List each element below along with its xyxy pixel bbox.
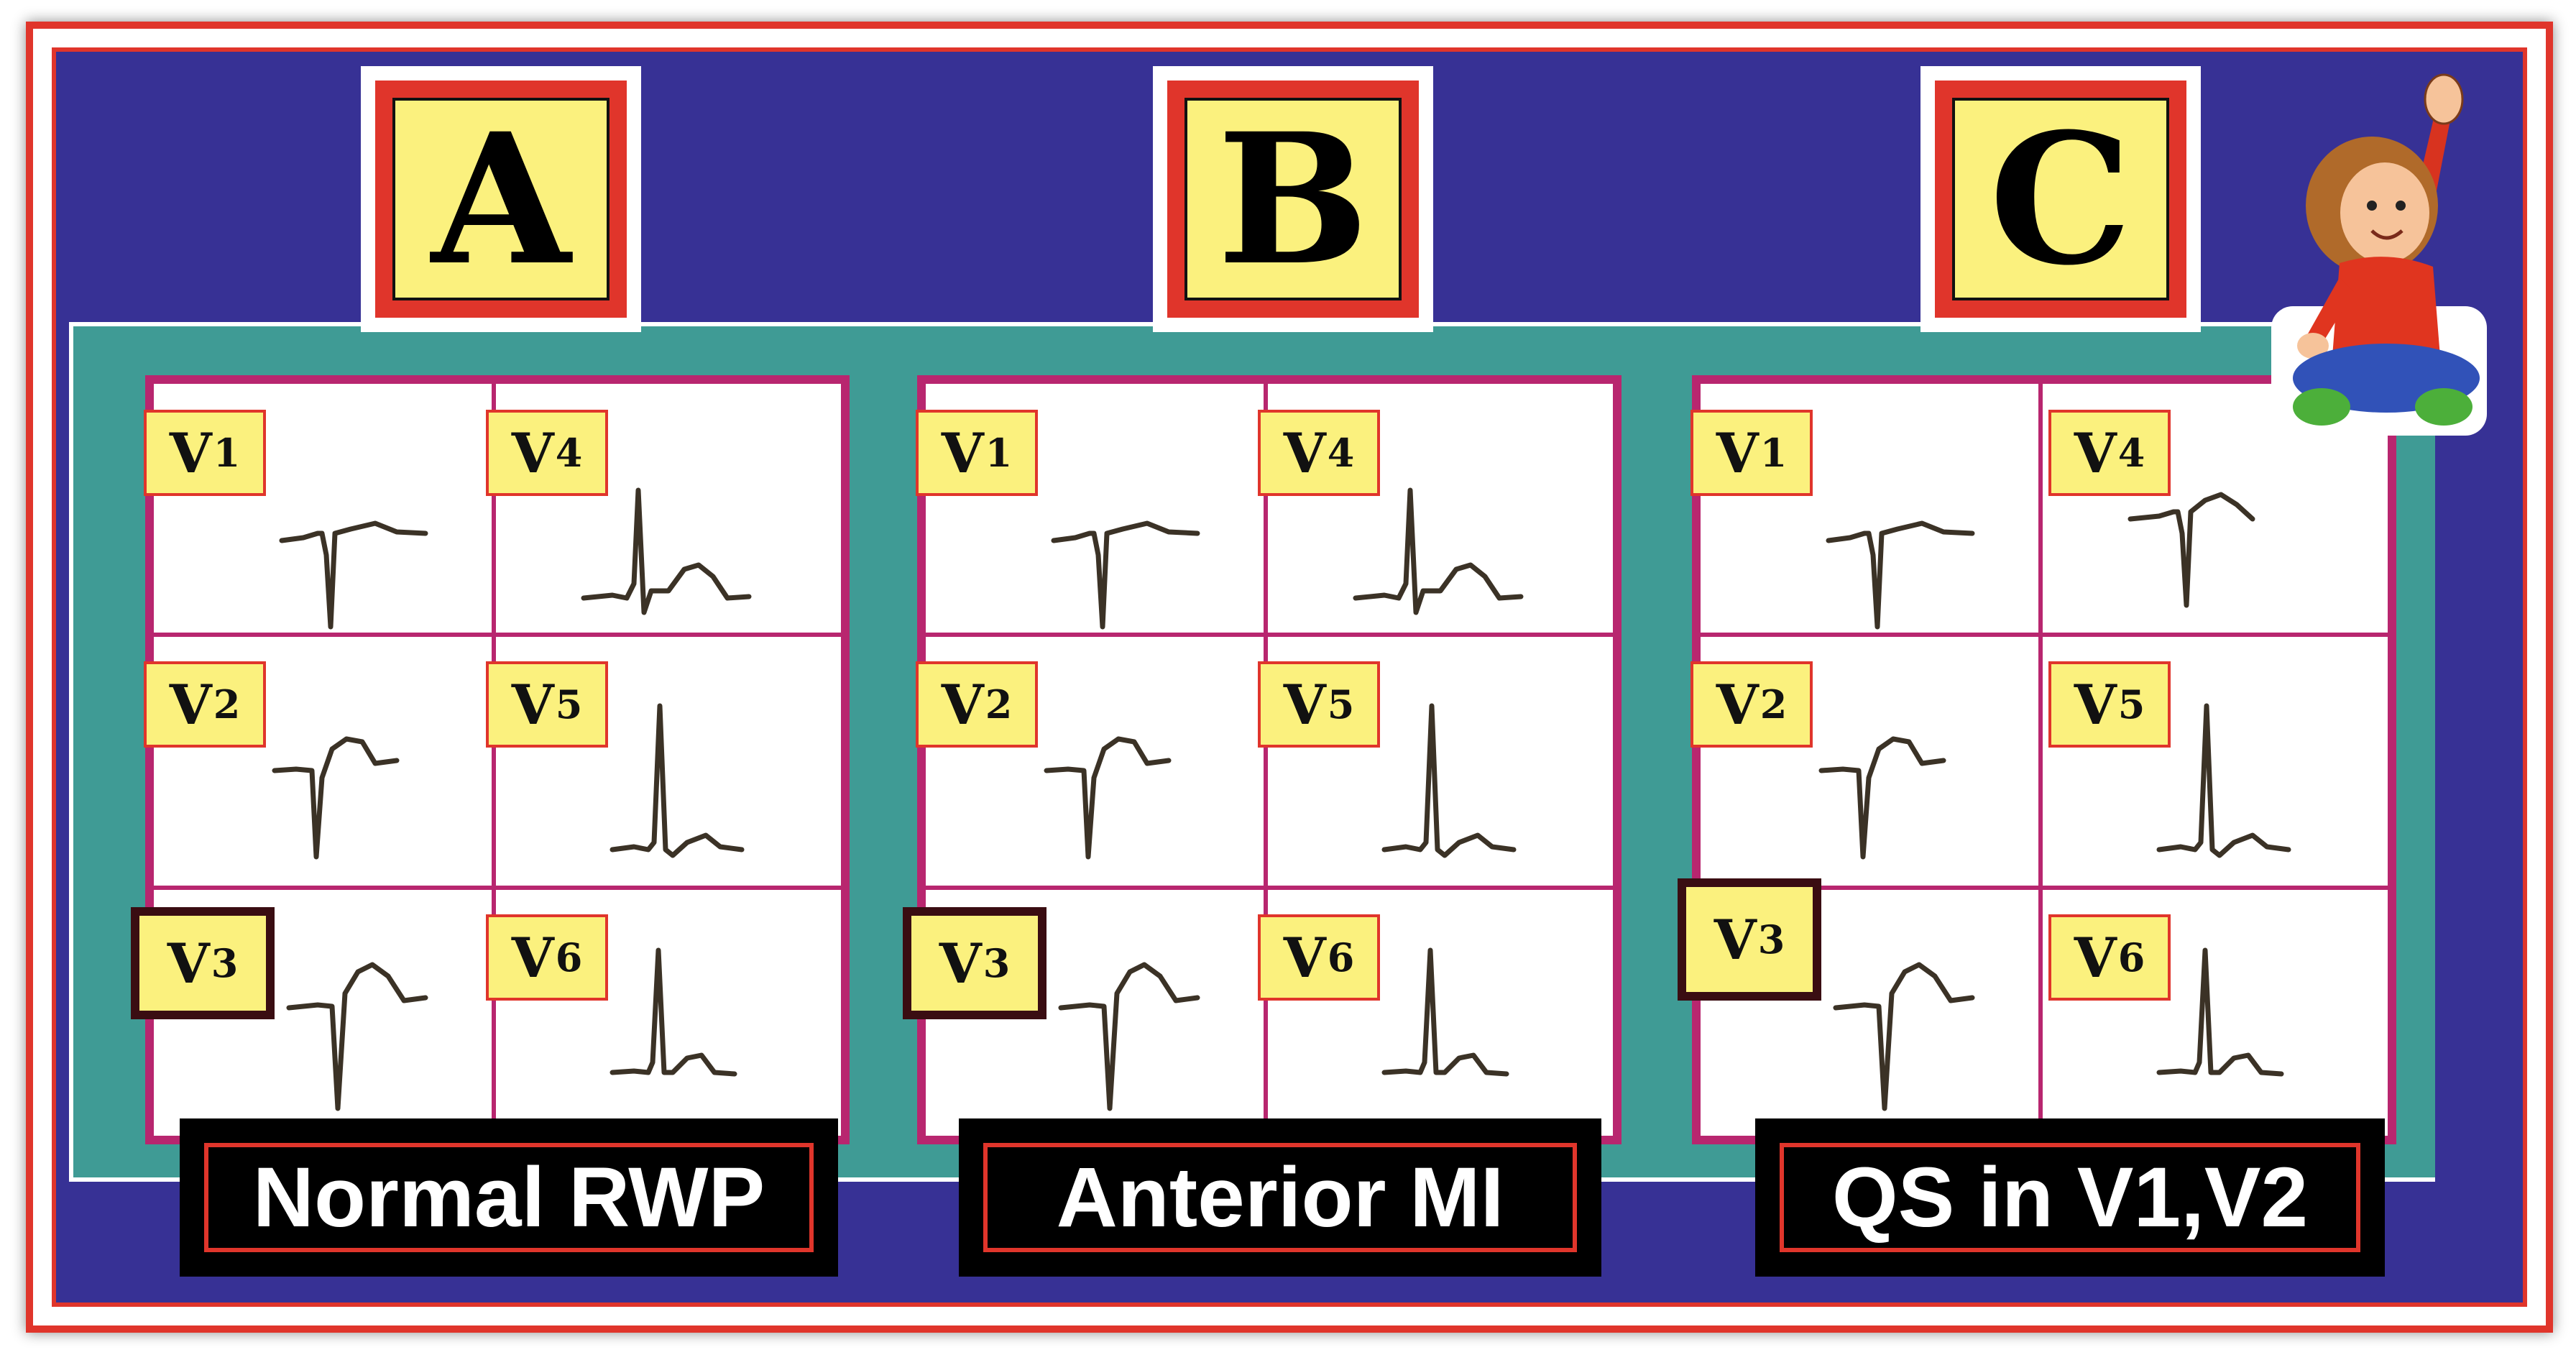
ecg-trace-c-v3 bbox=[1833, 962, 1975, 1111]
ecg-trace-a-v4 bbox=[581, 487, 752, 615]
ecg-waveform bbox=[1381, 703, 1517, 858]
girl-raising-hand-illustration bbox=[2271, 73, 2487, 436]
ecg-waveform bbox=[1058, 962, 1200, 1111]
letter-tile-c: C bbox=[1920, 66, 2201, 332]
caption-b: Anterior MI bbox=[983, 1143, 1577, 1252]
ecg-waveform bbox=[581, 487, 752, 615]
ecg-waveform bbox=[610, 703, 745, 858]
ecg-trace-b-v1 bbox=[1051, 520, 1200, 630]
ecg-trace-c-v2 bbox=[1818, 736, 1946, 860]
ecg-waveform bbox=[2156, 703, 2291, 858]
ecg-waveform bbox=[1044, 736, 1172, 860]
caption-box-b: Anterior MI bbox=[959, 1118, 1601, 1277]
ecg-trace-b-v3 bbox=[1058, 962, 1200, 1111]
ecg-waveform bbox=[1051, 520, 1200, 630]
ecg-waveform bbox=[272, 736, 400, 860]
ecg-waveform bbox=[1353, 487, 1524, 615]
ecg-waveform bbox=[2128, 492, 2255, 608]
ecg-trace-a-v5 bbox=[610, 703, 745, 858]
letter-b: B bbox=[1184, 98, 1402, 300]
ecg-waveform bbox=[1826, 520, 1975, 630]
ecg-waveform bbox=[1818, 736, 1946, 860]
ecg-trace-a-v6 bbox=[610, 947, 737, 1077]
caption-c: QS in V1,V2 bbox=[1780, 1143, 2360, 1252]
ecg-trace-b-v4 bbox=[1353, 487, 1524, 615]
ecg-trace-b-v2 bbox=[1044, 736, 1172, 860]
ecg-trace-a-v3 bbox=[286, 962, 428, 1111]
letter-tile-b: B bbox=[1153, 66, 1433, 332]
ecg-trace-c-v4 bbox=[2128, 492, 2255, 608]
ecg-trace-a-v1 bbox=[279, 520, 428, 630]
caption-box-a: Normal RWP bbox=[180, 1118, 838, 1277]
ecg-trace-b-v6 bbox=[1381, 947, 1509, 1077]
ecg-waveform bbox=[279, 520, 428, 630]
ecg-waveform bbox=[610, 947, 737, 1077]
ecg-trace-b-v5 bbox=[1381, 703, 1517, 858]
ecg-waveform bbox=[2156, 947, 2284, 1077]
caption-a: Normal RWP bbox=[204, 1143, 814, 1252]
ecg-trace-c-v1 bbox=[1826, 520, 1975, 630]
ecg-waveform bbox=[286, 962, 428, 1111]
letter-c: C bbox=[1952, 98, 2169, 300]
caption-box-c: QS in V1,V2 bbox=[1755, 1118, 2385, 1277]
letter-a: A bbox=[392, 98, 610, 300]
ecg-panel-c bbox=[1692, 375, 2396, 1144]
ecg-trace-c-v6 bbox=[2156, 947, 2284, 1077]
letter-tile-a: A bbox=[361, 66, 641, 332]
ecg-waveform bbox=[1833, 962, 1975, 1111]
ecg-trace-c-v5 bbox=[2156, 703, 2291, 858]
ecg-waveform bbox=[1381, 947, 1509, 1077]
ecg-trace-a-v2 bbox=[272, 736, 400, 860]
